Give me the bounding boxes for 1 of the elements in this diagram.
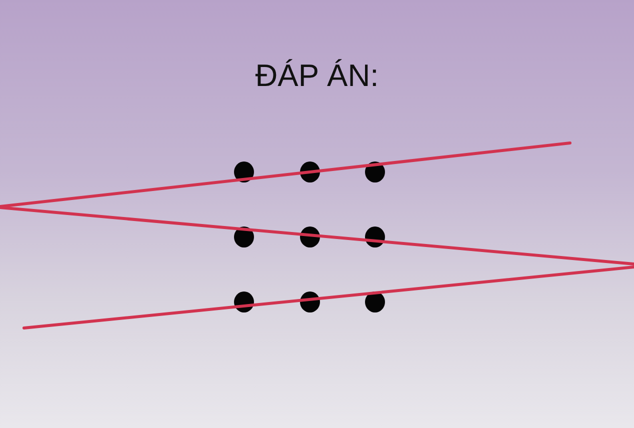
title: ĐÁP ÁN: — [255, 58, 379, 93]
